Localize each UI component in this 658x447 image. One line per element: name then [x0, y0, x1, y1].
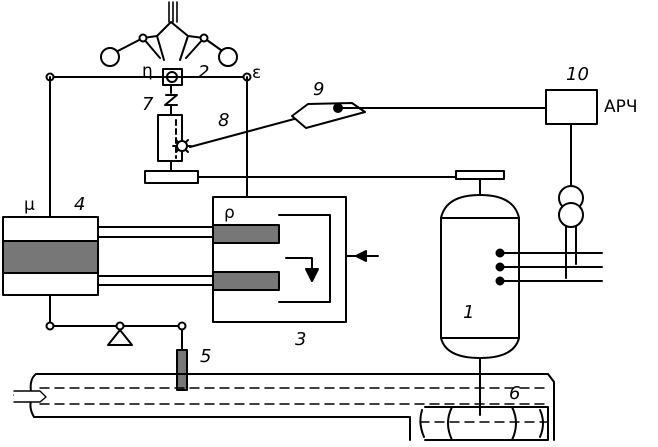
- arch-box: [545, 89, 598, 187]
- label-5: 5: [200, 346, 211, 367]
- lower-lever: [45, 321, 188, 391]
- spring-element: [144, 94, 199, 184]
- servomotor: [2, 76, 214, 327]
- label-6: 6: [509, 383, 520, 404]
- label-2: 2: [198, 62, 209, 83]
- label-3: 3: [295, 329, 306, 350]
- distribution-valve: [212, 76, 379, 323]
- label-arch: АРЧ: [604, 97, 638, 117]
- gear-icon: [172, 136, 192, 156]
- centrifugal-governor: [100, 1, 238, 94]
- label-epsilon: ε: [252, 63, 261, 83]
- label-7: 7: [142, 94, 154, 115]
- label-mu: μ: [24, 195, 35, 215]
- generator-tank: [440, 170, 603, 416]
- label-10: 10: [566, 64, 589, 85]
- labels: η ε μ ρ 1 2 3 4 5 6 7 8 9 10 АРЧ: [24, 61, 638, 404]
- synchronizer-motor: [189, 102, 547, 148]
- label-4: 4: [74, 194, 85, 215]
- label-1: 1: [463, 302, 474, 323]
- label-9: 9: [313, 79, 324, 100]
- label-rho: ρ: [224, 203, 235, 223]
- water-channel: [13, 373, 555, 441]
- label-eta: η: [142, 61, 153, 81]
- label-8: 8: [218, 110, 229, 131]
- transformer-icon: [558, 185, 584, 279]
